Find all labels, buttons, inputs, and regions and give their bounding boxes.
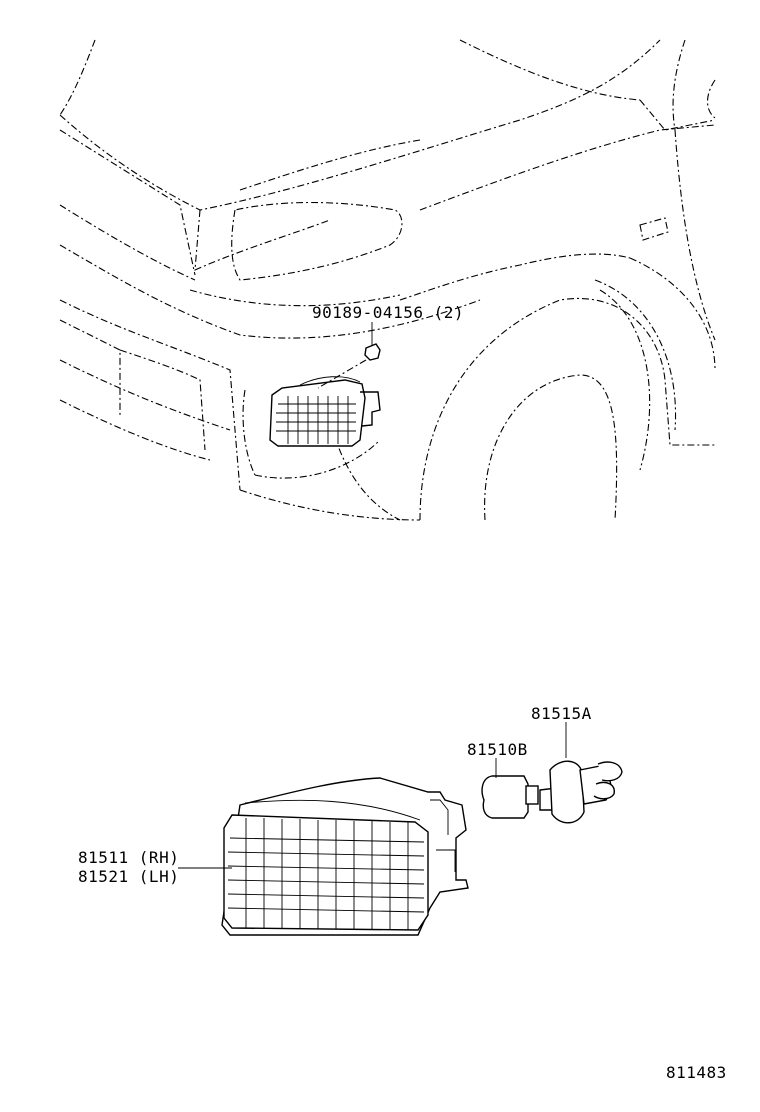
- socket-part-number: 81515A: [531, 704, 592, 723]
- installed-lamp: [269, 376, 381, 447]
- diagram-id: 811483: [666, 1063, 727, 1082]
- bulb-part-number: 81510B: [467, 740, 528, 759]
- car-body-outline: [59, 39, 716, 521]
- bolt-part: [317, 322, 381, 389]
- exploded-lamp: [221, 777, 469, 936]
- lamp-rh-part-number: 81511 (RH): [78, 848, 180, 867]
- lamp-lh-part-number: 81521 (LH): [78, 867, 180, 886]
- bolt-part-number: 90189-04156 (2): [312, 303, 464, 322]
- bulb-part: [481, 758, 539, 819]
- socket-part: [539, 722, 623, 824]
